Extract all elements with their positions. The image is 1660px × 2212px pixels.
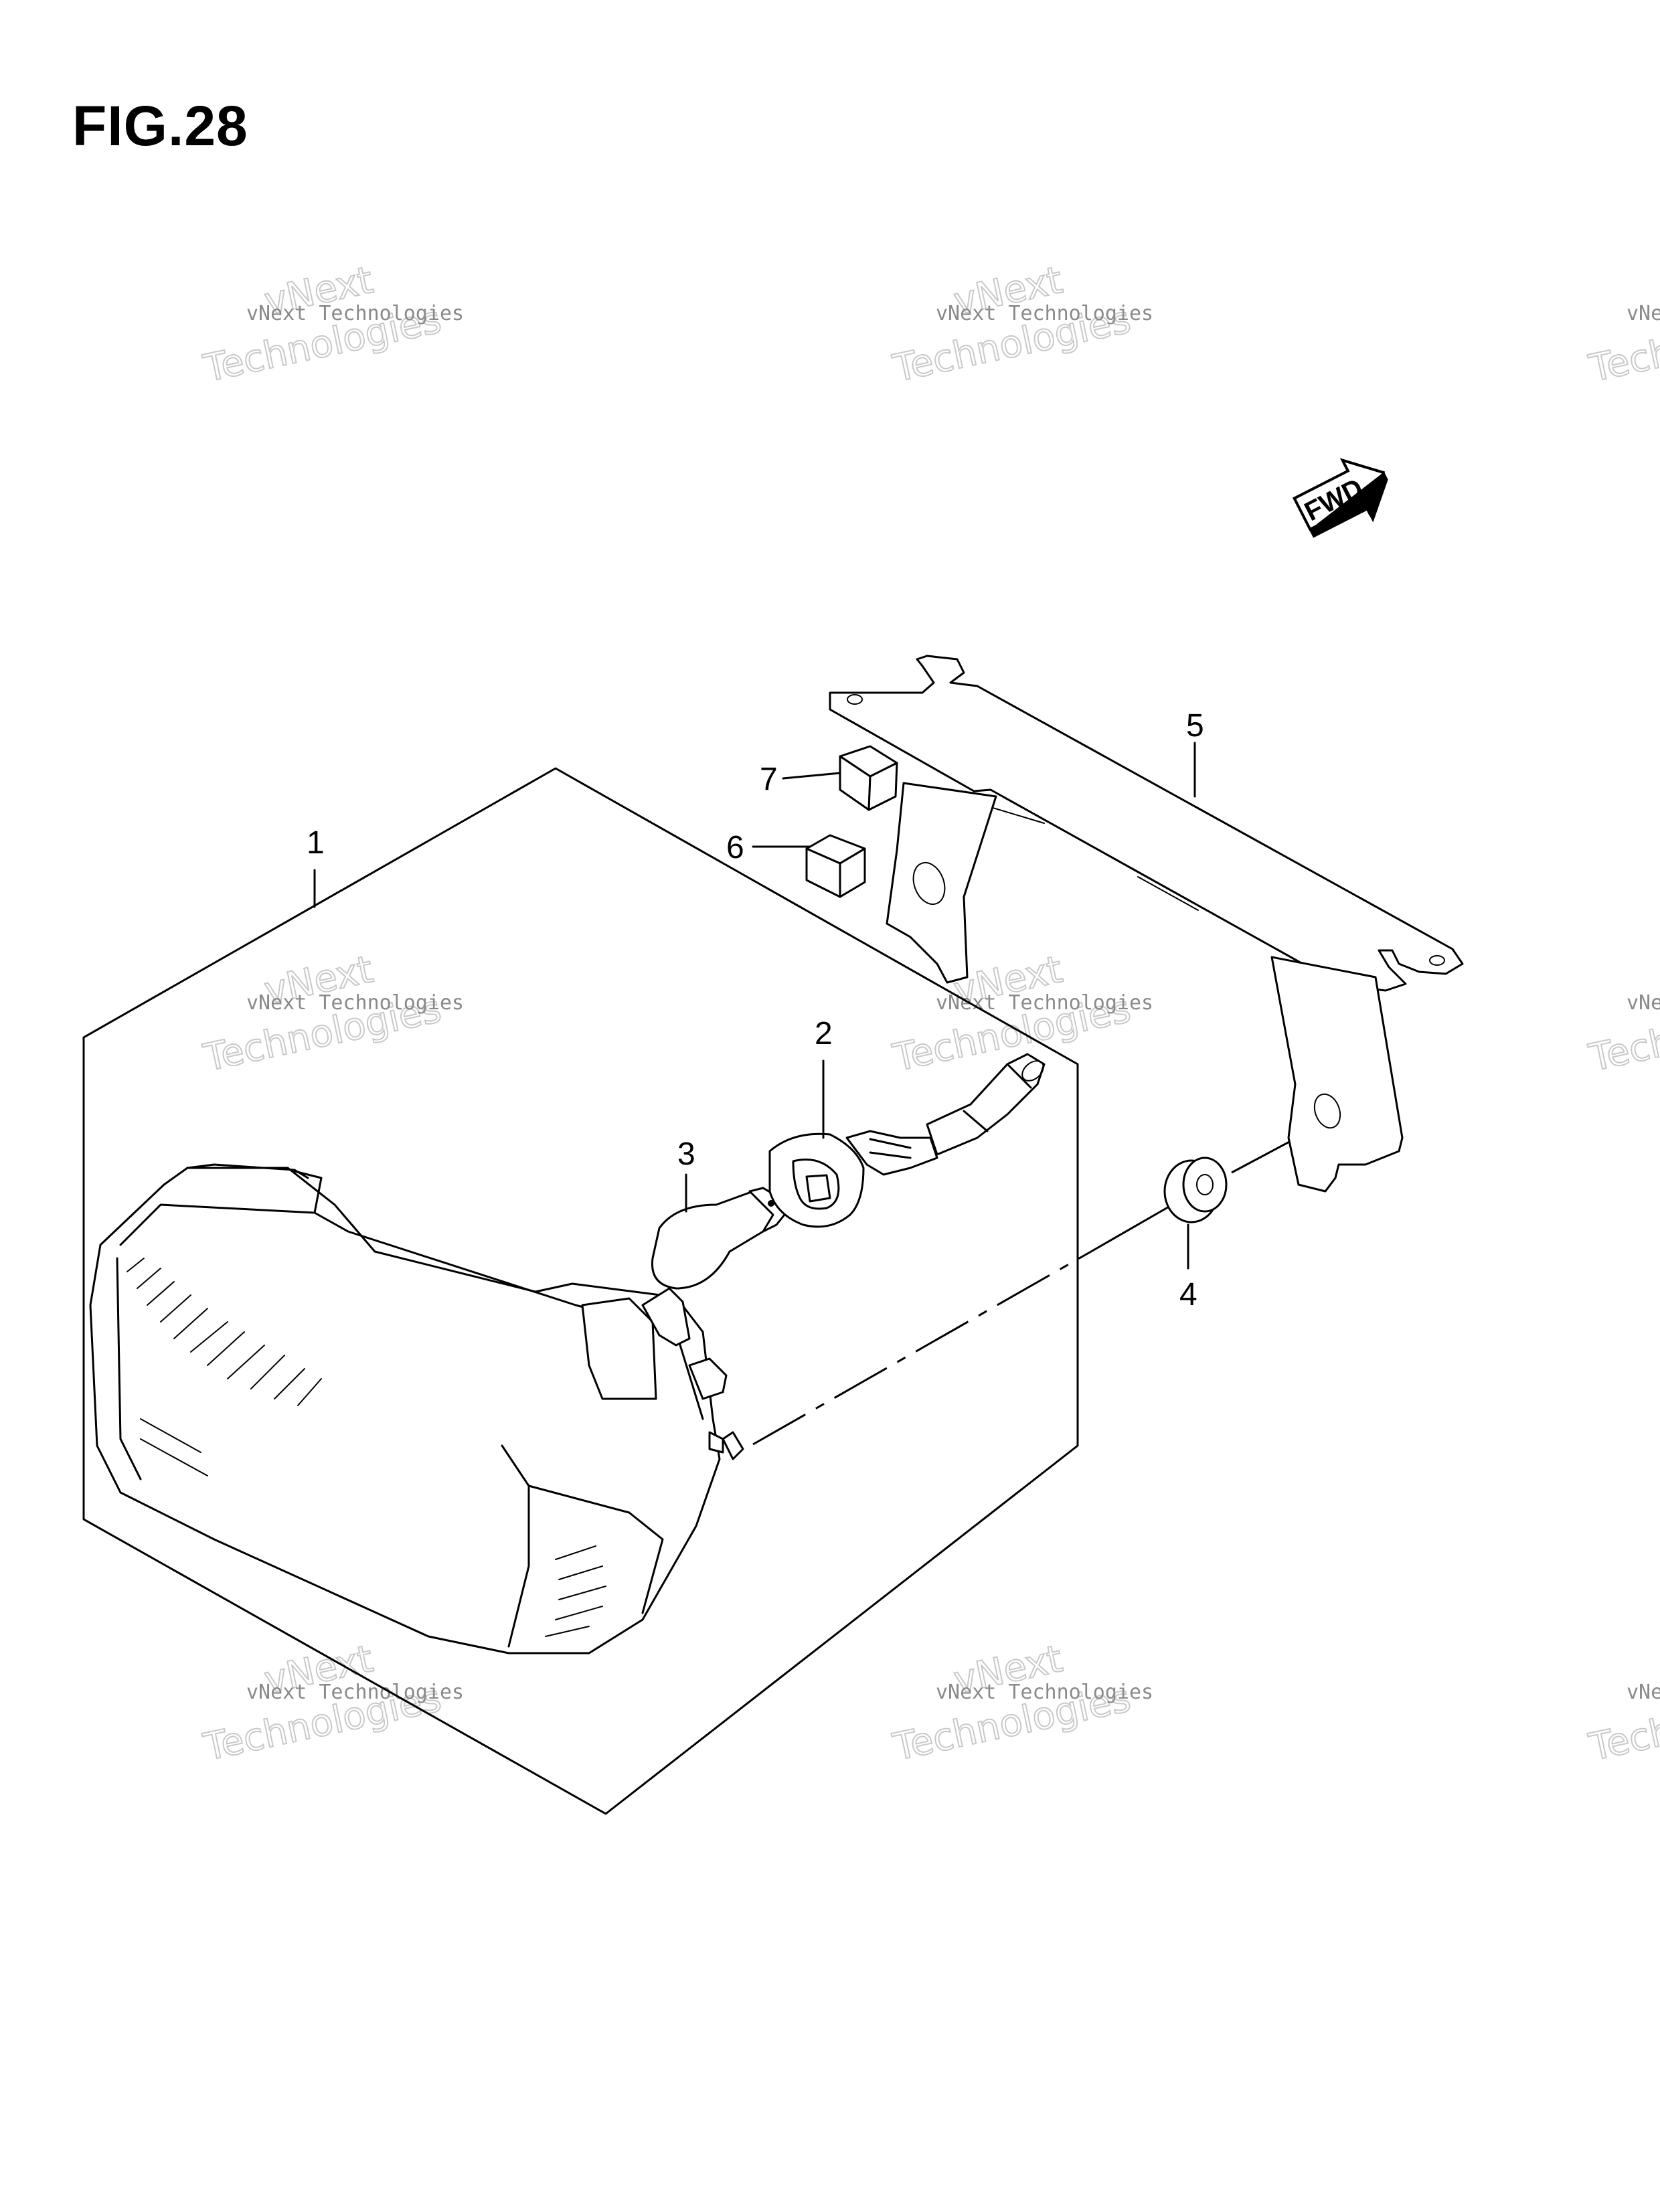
watermark-small-text: vNext Technologies: [936, 991, 1153, 1015]
fwd-marker: FWD: [1292, 458, 1388, 538]
assembly-centerline: [752, 1250, 1092, 1446]
callout-2: 2: [815, 1016, 833, 1051]
mounting-bracket: [829, 655, 1464, 1193]
watermark-tile: Technologies vNext vNext Technologies: [888, 1636, 1153, 1770]
callout-6: 6: [726, 830, 744, 865]
bulb-part-3: [651, 1187, 786, 1290]
leader-lines: [313, 742, 1196, 1270]
watermark-tile: Technologies vNext vNext Technologies: [888, 258, 1153, 392]
tail-light-housing: [89, 1163, 744, 1654]
watermark-small-text: vNext Technologies: [246, 1681, 464, 1704]
watermark-small-text: vNext Technologies: [936, 302, 1153, 325]
cushion-part-6: [805, 834, 866, 898]
watermark-tile: Technologies vNext vNext Technologies: [199, 258, 464, 392]
grommet-part-4: [1163, 1157, 1228, 1223]
watermark-small-text: vNext Technologies: [1627, 991, 1660, 1015]
watermark-tile: Technologies vNext vNext Technologies: [199, 947, 464, 1081]
callout-7: 7: [760, 762, 778, 797]
callout-5: 5: [1186, 708, 1204, 744]
callout-3: 3: [677, 1136, 695, 1172]
pad-part-7: [839, 745, 898, 811]
grommet-centerline: [1090, 1202, 1175, 1253]
figure-title: FIG.28: [72, 94, 248, 157]
callout-1: 1: [307, 825, 325, 861]
watermark-small-text: vNext Technologies: [936, 1681, 1153, 1704]
watermark-small-text: vNext Technologies: [246, 302, 464, 325]
socket-part-2: [768, 1053, 1046, 1228]
watermark-small-text: vNext Technologies: [246, 991, 464, 1015]
watermark-tile: Technologies vNext vNext Technologies: [199, 1636, 464, 1770]
leader-7: [782, 772, 841, 780]
lens-hatching: [127, 1258, 606, 1637]
watermark-small-text: vNext Technologies: [1627, 302, 1660, 325]
callout-4: 4: [1179, 1277, 1197, 1312]
assembly-outline: [82, 767, 1079, 1815]
watermark-small-text: vNext Technologies: [1627, 1681, 1660, 1704]
